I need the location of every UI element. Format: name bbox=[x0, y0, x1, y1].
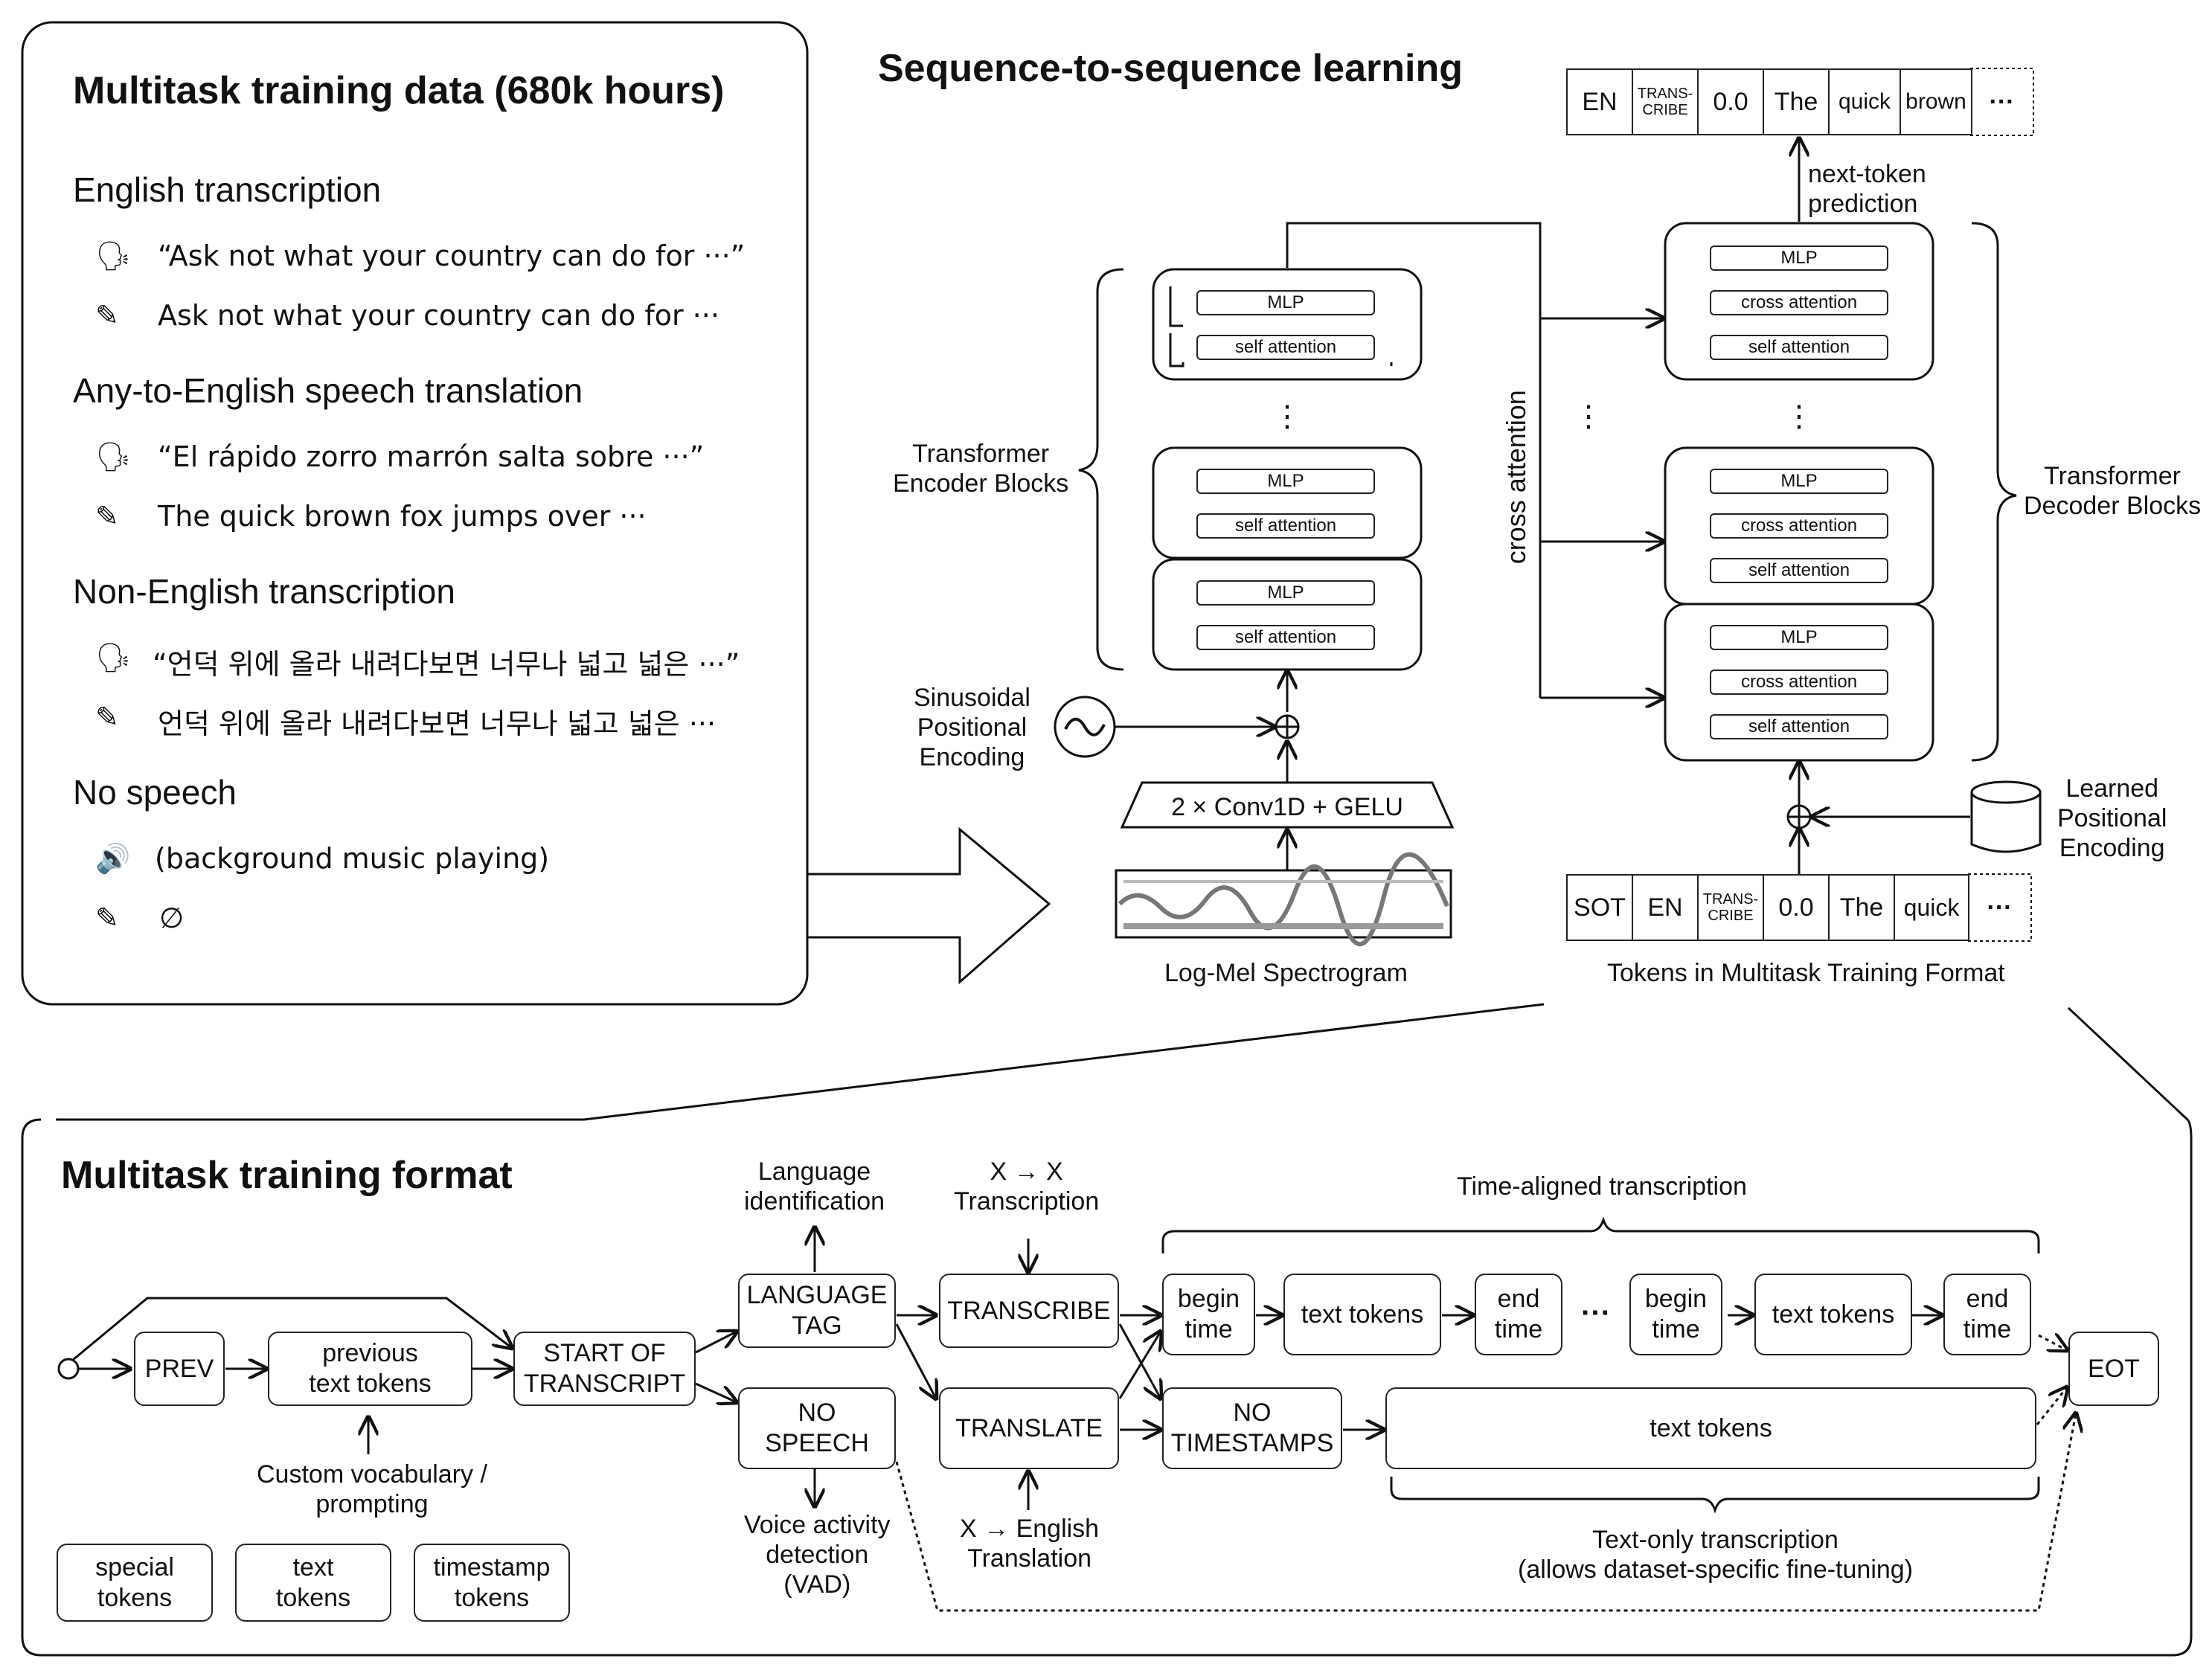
example-text: The quick brown fox jumps over ··· bbox=[158, 500, 647, 533]
encoder-mlp: MLP bbox=[1196, 580, 1375, 606]
decoder-label: Transformer Decoder Blocks bbox=[2024, 462, 2202, 521]
legend-text-tokens: text tokens bbox=[235, 1544, 391, 1622]
decoder-cross-attention: cross attention bbox=[1710, 290, 1888, 315]
start-of-transcript: START OF TRANSCRIPT bbox=[513, 1332, 696, 1406]
section-heading: English transcription bbox=[73, 170, 382, 209]
end-time: end time bbox=[1475, 1274, 1562, 1355]
encoder-vdots: ⋮ bbox=[1272, 400, 1302, 433]
seq2seq-title: Sequence-to-sequence learning bbox=[878, 47, 1463, 90]
text-tokens: text tokens bbox=[1283, 1274, 1441, 1355]
big-arrow bbox=[806, 826, 1051, 985]
decoder-vdots: ⋮ bbox=[1784, 400, 1814, 433]
legend-timestamp-tokens: timestamp tokens bbox=[414, 1544, 570, 1622]
input-token: quick bbox=[1894, 874, 1969, 941]
transcribe: TRANSCRIBE bbox=[939, 1274, 1119, 1348]
begin-time: begin time bbox=[1629, 1274, 1722, 1355]
ellipsis: ··· bbox=[1581, 1297, 1611, 1329]
encoder-self-attention: self attention bbox=[1196, 335, 1375, 360]
example-text: ∅ bbox=[159, 902, 185, 934]
input-token: The bbox=[1828, 874, 1895, 941]
training-data-title: Multitask training data (680k hours) bbox=[73, 69, 725, 112]
pencil-writing-icon: ✎ bbox=[95, 299, 119, 332]
text-tokens-long: text tokens bbox=[1385, 1387, 2036, 1469]
conv-label: 2 × Conv1D + GELU bbox=[1171, 792, 1403, 821]
tokens-label: Tokens in Multitask Training Format bbox=[1607, 959, 2005, 987]
language-identification: Language identification bbox=[744, 1158, 885, 1216]
format-title: Multitask training format bbox=[61, 1154, 513, 1197]
output-token: The bbox=[1763, 68, 1830, 135]
pencil-writing-icon: ✎ bbox=[95, 701, 119, 733]
speaking-head-icon: 🗣 bbox=[95, 240, 132, 272]
panel-training-format bbox=[21, 1003, 2193, 1657]
decoder-mlp: MLP bbox=[1710, 469, 1888, 494]
text-tokens: text tokens bbox=[1754, 1274, 1912, 1355]
example-text: 언덕 위에 올라 내려다보면 너무나 넓고 넓은 ··· bbox=[158, 707, 717, 740]
example-text: Ask not what your country can do for ··· bbox=[158, 299, 719, 332]
translate: TRANSLATE bbox=[939, 1387, 1119, 1469]
decoder-mlp: MLP bbox=[1710, 245, 1888, 271]
input-token: SOT bbox=[1566, 874, 1633, 941]
end-time: end time bbox=[1943, 1274, 2031, 1355]
output-token: quick bbox=[1828, 68, 1901, 135]
previous-text-tokens: previous text tokens bbox=[268, 1332, 472, 1406]
pencil-writing-icon: ✎ bbox=[95, 500, 119, 533]
decoder-self-attention: self attention bbox=[1710, 335, 1888, 360]
eot-token: EOT bbox=[2068, 1332, 2159, 1406]
input-token: TRANS- CRIBE bbox=[1697, 874, 1764, 941]
output-token: 0.0 bbox=[1697, 68, 1764, 135]
input-token-ellipsis: ··· bbox=[1987, 893, 2013, 922]
panel-training-data bbox=[21, 21, 809, 1006]
begin-time: begin time bbox=[1162, 1274, 1255, 1355]
decoder-self-attention: self attention bbox=[1710, 558, 1888, 583]
encoder-label: Transformer Encoder Blocks bbox=[893, 440, 1069, 498]
x-to-x-label: X → X Transcription bbox=[954, 1158, 1100, 1216]
section-heading: Any-to-English speech translation bbox=[73, 371, 583, 410]
example-audio: “Ask not what your country can do for ··… bbox=[158, 240, 746, 272]
language-tag: LANGUAGE TAG bbox=[738, 1274, 896, 1348]
decoder-mlp: MLP bbox=[1710, 625, 1888, 650]
text-only-label: Text-only transcription (allows dataset-… bbox=[1518, 1526, 1914, 1585]
input-token: 0.0 bbox=[1763, 874, 1830, 941]
speaking-head-icon: 🗣 bbox=[95, 440, 132, 473]
encoder-mlp: MLP bbox=[1196, 290, 1375, 315]
speaker-music-icon: 🔊 bbox=[95, 842, 131, 875]
decoder-cross-attention: cross attention bbox=[1710, 670, 1888, 695]
pencil-writing-icon: ✎ bbox=[95, 902, 119, 934]
output-token-ellipsis: ··· bbox=[1989, 87, 2015, 116]
example-audio: “El rápido zorro marrón salta sobre ···” bbox=[158, 440, 705, 473]
sinusoidal-label: Sinusoidal Positional Encoding bbox=[914, 684, 1030, 772]
decoder-self-attention: self attention bbox=[1710, 714, 1888, 739]
decoder-brace bbox=[1971, 222, 2017, 762]
input-token: EN bbox=[1632, 874, 1699, 941]
vad-label: Voice activity detection (VAD) bbox=[744, 1511, 891, 1599]
output-token: TRANS- CRIBE bbox=[1632, 68, 1699, 135]
no-speech: NO SPEECH bbox=[738, 1387, 896, 1469]
output-token: brown bbox=[1900, 68, 1972, 135]
middle-vdots: ⋮ bbox=[1574, 400, 1603, 433]
custom-vocab-label: Custom vocabulary / prompting bbox=[257, 1460, 487, 1519]
example-audio: (background music playing) bbox=[155, 842, 550, 875]
encoder-self-attention: self attention bbox=[1196, 625, 1375, 650]
time-aligned-label: Time-aligned transcription bbox=[1457, 1172, 1747, 1201]
encoder-self-attention: self attention bbox=[1196, 513, 1375, 539]
no-timestamps: NO TIMESTAMPS bbox=[1162, 1387, 1342, 1469]
decoder-cross-attention: cross attention bbox=[1710, 513, 1888, 539]
legend-special-tokens: special tokens bbox=[57, 1544, 213, 1622]
section-heading: Non-English transcription bbox=[73, 572, 455, 611]
spectrogram-label: Log-Mel Spectrogram bbox=[1164, 959, 1408, 987]
encoder-brace bbox=[1078, 268, 1124, 671]
prev-token: PREV bbox=[134, 1332, 225, 1406]
section-heading: No speech bbox=[73, 773, 237, 812]
speaking-head-icon: 🗣 bbox=[95, 641, 132, 674]
encoder-mlp: MLP bbox=[1196, 469, 1375, 494]
learned-pe-label: Learned Positional Encoding bbox=[2057, 774, 2167, 863]
x-to-english-label: X → English Translation bbox=[960, 1515, 1100, 1573]
example-audio: “언덕 위에 올라 내려다보면 너무나 넓고 넓은 ···” bbox=[153, 648, 740, 681]
next-token-label: next-token prediction bbox=[1808, 160, 1926, 219]
output-token: EN bbox=[1566, 68, 1633, 135]
